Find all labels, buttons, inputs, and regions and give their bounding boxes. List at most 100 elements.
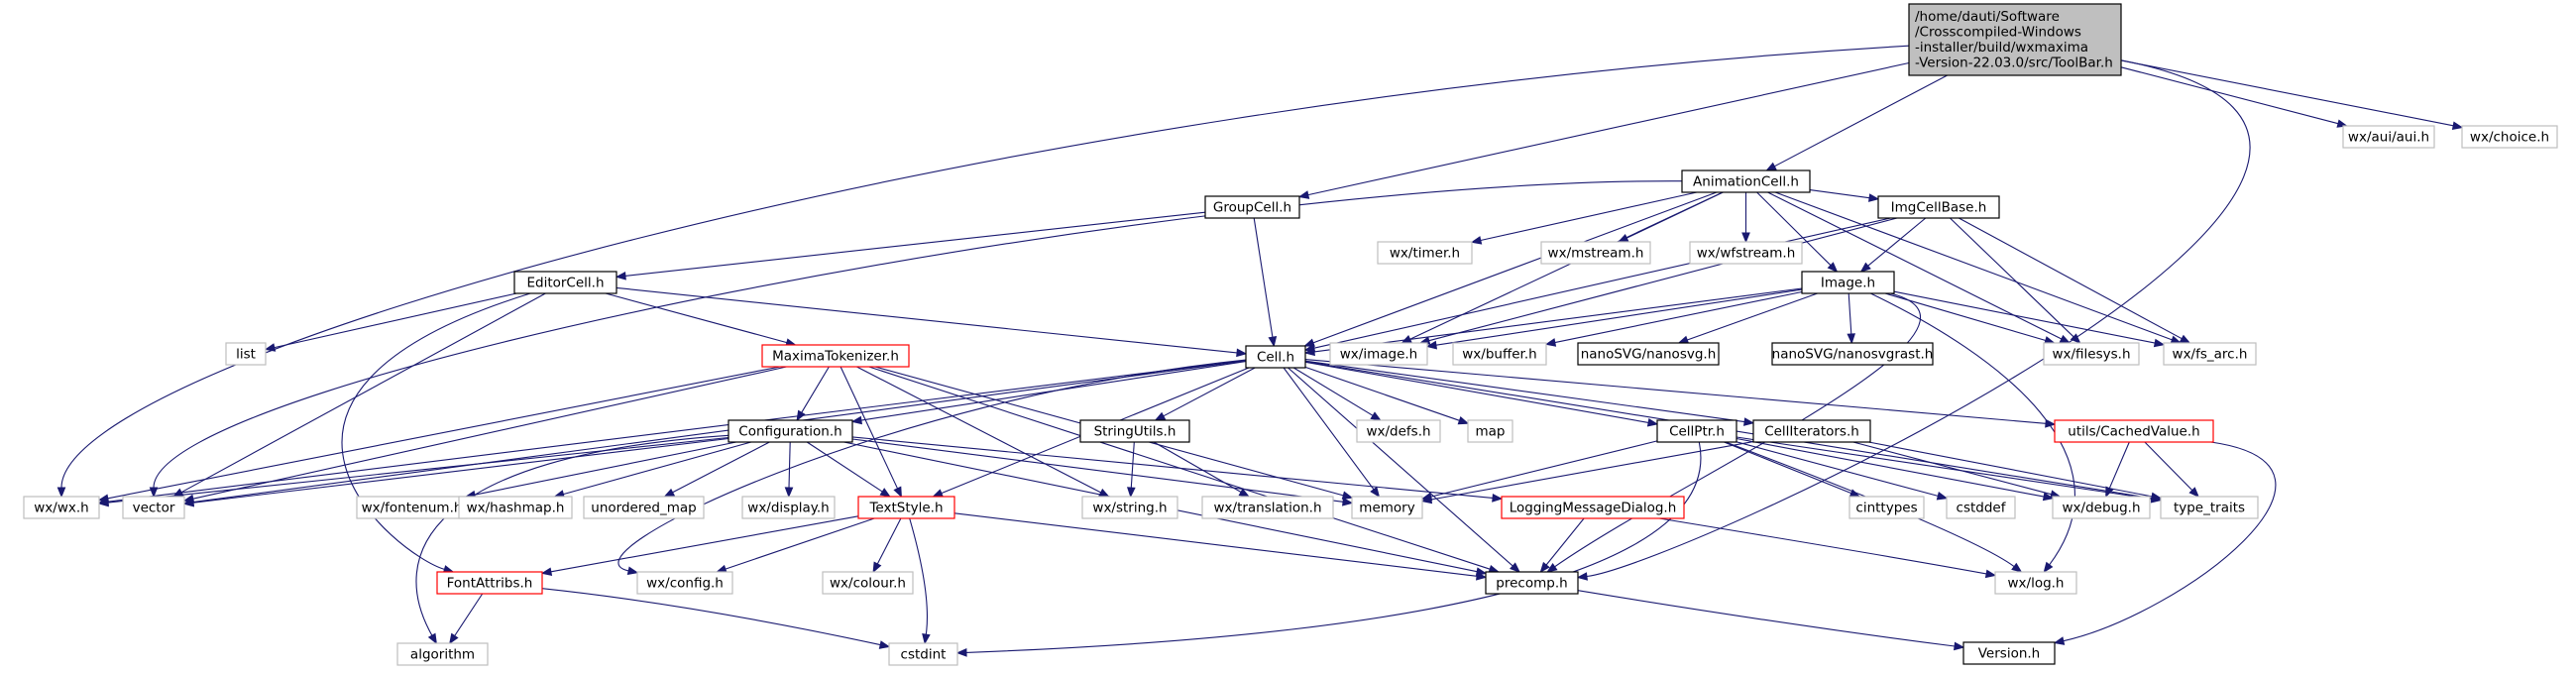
- node-nanosvgrast[interactable]: nanoSVG/nanosvgrast.h: [1771, 342, 1934, 366]
- node-label: -Version-22.03.0/src/ToolBar.h: [1915, 56, 2113, 71]
- node-map[interactable]: map: [1467, 419, 1513, 443]
- node-cstdint[interactable]: cstdint: [888, 642, 958, 666]
- node-wx-timer[interactable]: wx/timer.h: [1377, 241, 1473, 265]
- edge-AnimationCell-to-wx-timer: [1470, 191, 1698, 245]
- edge-root-to-GroupCell: [1297, 61, 1910, 199]
- node-wx-log[interactable]: wx/log.h: [1994, 571, 2077, 595]
- node-GroupCell[interactable]: GroupCell.h: [1204, 195, 1300, 219]
- node-label: utils/CachedValue.h: [2068, 423, 2199, 439]
- node-box: [436, 571, 543, 595]
- node-StringUtils[interactable]: StringUtils.h: [1079, 419, 1190, 443]
- node-LoggingMessageDialog[interactable]: LoggingMessageDialog.h: [1501, 496, 1685, 519]
- arrowhead: [2188, 487, 2200, 498]
- node-wx-image[interactable]: wx/image.h: [1329, 342, 1428, 366]
- node-memory[interactable]: memory: [1351, 496, 1423, 519]
- arrowhead: [449, 632, 459, 645]
- arrowhead: [1476, 571, 1488, 581]
- edge-CellPtr-to-cstdint: [955, 441, 1702, 657]
- node-ImgCellBase[interactable]: ImgCellBase.h: [1877, 195, 2000, 219]
- arrowhead: [1741, 232, 1750, 244]
- node-CellIterators[interactable]: CellIterators.h: [1752, 419, 1871, 443]
- node-wx-choice[interactable]: wx/choice.h: [2461, 125, 2558, 149]
- edge-TextStyle-to-FontAttribs: [540, 515, 859, 577]
- node-unordered-map[interactable]: unordered_map: [583, 496, 705, 519]
- node-wx-buffer[interactable]: wx/buffer.h: [1452, 342, 1547, 366]
- node-box: [1467, 419, 1513, 443]
- arrowhead: [1297, 190, 1310, 199]
- node-box: [1501, 496, 1685, 519]
- node-label: CellPtr.h: [1669, 423, 1725, 439]
- node-label: list: [236, 346, 256, 362]
- edges-layer: [56, 45, 2464, 657]
- edge-Cell-to-map: [1304, 366, 1470, 425]
- edge-MaximaTokenizer-to-Configuration: [796, 366, 830, 422]
- node-cstddef[interactable]: cstddef: [1946, 496, 2016, 519]
- node-EditorCell[interactable]: EditorCell.h: [513, 271, 617, 294]
- node-type-traits[interactable]: type_traits: [2160, 496, 2259, 519]
- node-TextStyle[interactable]: TextStyle.h: [857, 496, 955, 519]
- arrowhead: [1303, 338, 1315, 347]
- node-Version[interactable]: Version.h: [1962, 641, 2056, 665]
- node-wx-colour[interactable]: wx/colour.h: [822, 571, 914, 595]
- node-box: [728, 419, 853, 443]
- node-label: -installer/build/wxmaxima: [1915, 40, 2088, 56]
- edge-root-to-AnimationCell: [1765, 74, 1948, 171]
- node-wx-mstream[interactable]: wx/mstream.h: [1540, 241, 1651, 265]
- node-CellPtr[interactable]: CellPtr.h: [1656, 419, 1737, 443]
- node-cinttypes[interactable]: cinttypes: [1848, 496, 1925, 519]
- node-AnimationCell[interactable]: AnimationCell.h: [1681, 169, 1811, 193]
- node-MaximaTokenizer[interactable]: MaximaTokenizer.h: [761, 344, 910, 368]
- node-CachedValue[interactable]: utils/CachedValue.h: [2054, 419, 2214, 443]
- node-nanosvg[interactable]: nanoSVG/nanosvg.h: [1577, 342, 1720, 366]
- edge-precomp-to-Version: [1577, 590, 1965, 651]
- node-box: [2342, 125, 2435, 149]
- node-vector[interactable]: vector: [122, 496, 185, 519]
- arrowhead: [2150, 492, 2163, 502]
- arrowhead: [1492, 494, 1504, 503]
- edge-CachedValue-to-wx-debug: [2105, 441, 2130, 499]
- node-wx-debug[interactable]: wx/debug.h: [2052, 496, 2151, 519]
- edge-Configuration-to-wx-hashmap: [553, 441, 752, 499]
- node-precomp[interactable]: precomp.h: [1485, 571, 1579, 595]
- node-wx-wx[interactable]: wx/wx.h: [23, 496, 100, 519]
- node-label: wx/string.h: [1092, 500, 1167, 515]
- node-box: [1771, 342, 1934, 366]
- arrowhead: [1342, 497, 1354, 506]
- node-label: nanoSVG/nanosvgrast.h: [1772, 346, 1934, 362]
- arrowhead: [97, 498, 109, 507]
- node-label: unordered_map: [591, 500, 696, 515]
- node-wx-display[interactable]: wx/display.h: [741, 496, 836, 519]
- node-root[interactable]: /home/dauti/Software/Crosscompiled-Windo…: [1908, 3, 2122, 76]
- node-label: wx/buffer.h: [1462, 346, 1536, 362]
- arrowhead: [1341, 491, 1354, 500]
- node-wx-fontenum[interactable]: wx/fontenum.h: [356, 496, 468, 519]
- node-wx-translation[interactable]: wx/translation.h: [1201, 496, 1334, 519]
- node-wx-defs[interactable]: wx/defs.h: [1356, 419, 1441, 443]
- node-wx-config[interactable]: wx/config.h: [636, 571, 733, 595]
- node-wx-fs-arc[interactable]: wx/fs_arc.h: [2163, 342, 2257, 366]
- node-wx-hashmap[interactable]: wx/hashmap.h: [458, 496, 573, 519]
- node-list[interactable]: list: [225, 342, 267, 366]
- node-box: [513, 271, 617, 294]
- edge-Cell-to-CellIterators: [1304, 360, 1755, 426]
- node-wx-aui[interactable]: wx/aui/aui.h: [2342, 125, 2435, 149]
- node-algorithm[interactable]: algorithm: [396, 642, 489, 666]
- node-box: [1962, 641, 2056, 665]
- arrowhead: [182, 498, 194, 507]
- arrowhead: [872, 561, 882, 574]
- node-box: [857, 496, 955, 519]
- edge-Configuration-to-TextStyle: [806, 441, 891, 498]
- node-wx-string[interactable]: wx/string.h: [1081, 496, 1178, 519]
- node-box: [741, 496, 836, 519]
- node-label: wx/log.h: [2007, 575, 2064, 591]
- node-Cell[interactable]: Cell.h: [1245, 345, 1306, 369]
- arrowhead: [1420, 495, 1433, 505]
- node-Image[interactable]: Image.h: [1801, 271, 1895, 294]
- edge-Cell-to-precomp: [1288, 367, 1520, 573]
- node-Configuration[interactable]: Configuration.h: [728, 419, 853, 443]
- node-label: Image.h: [1821, 275, 1875, 290]
- node-FontAttribs[interactable]: FontAttribs.h: [436, 571, 543, 595]
- edge-CellPtr-to-wx-debug: [1736, 437, 2055, 502]
- node-wx-wfstream[interactable]: wx/wfstream.h: [1689, 241, 1803, 265]
- node-wx-filesys[interactable]: wx/filesys.h: [2043, 342, 2140, 366]
